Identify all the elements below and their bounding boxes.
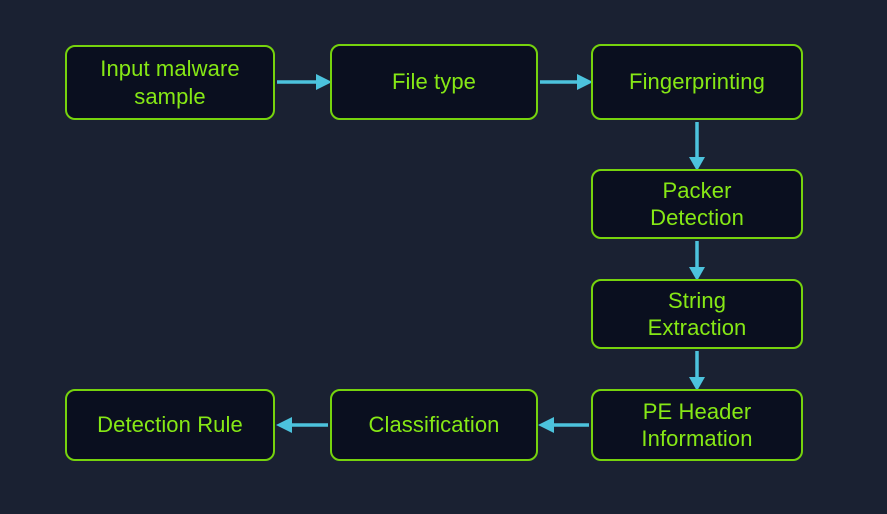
node-classification[interactable]: Classification — [330, 389, 538, 461]
node-fingerprinting[interactable]: Fingerprinting — [591, 44, 803, 120]
edge-peheader-to-classification — [538, 417, 589, 433]
edge-filetype-to-fingerprinting — [540, 74, 593, 90]
node-detection-rule[interactable]: Detection Rule — [65, 389, 275, 461]
edge-packer-to-string — [689, 241, 705, 281]
node-label: String Extraction — [647, 287, 747, 341]
edge-fingerprinting-to-packer — [689, 122, 705, 171]
edge-string-to-peheader — [689, 351, 705, 391]
node-label: Detection Rule — [97, 412, 243, 438]
edge-input-to-filetype — [277, 74, 332, 90]
node-label: Packer Detection — [650, 177, 744, 231]
node-label: File type — [391, 69, 477, 95]
edge-classification-to-detectionrule — [276, 417, 328, 433]
node-label: Fingerprinting — [629, 69, 765, 95]
node-input-malware-sample[interactable]: Input malware sample — [65, 45, 275, 120]
node-label: Input malware sample — [100, 56, 240, 109]
node-string-extraction[interactable]: String Extraction — [591, 279, 803, 349]
node-label: PE Header Information — [641, 398, 753, 452]
node-file-type[interactable]: File type — [330, 44, 538, 120]
node-pe-header-information[interactable]: PE Header Information — [591, 389, 803, 461]
node-label: Classification — [368, 412, 500, 438]
node-packer-detection[interactable]: Packer Detection — [591, 169, 803, 239]
